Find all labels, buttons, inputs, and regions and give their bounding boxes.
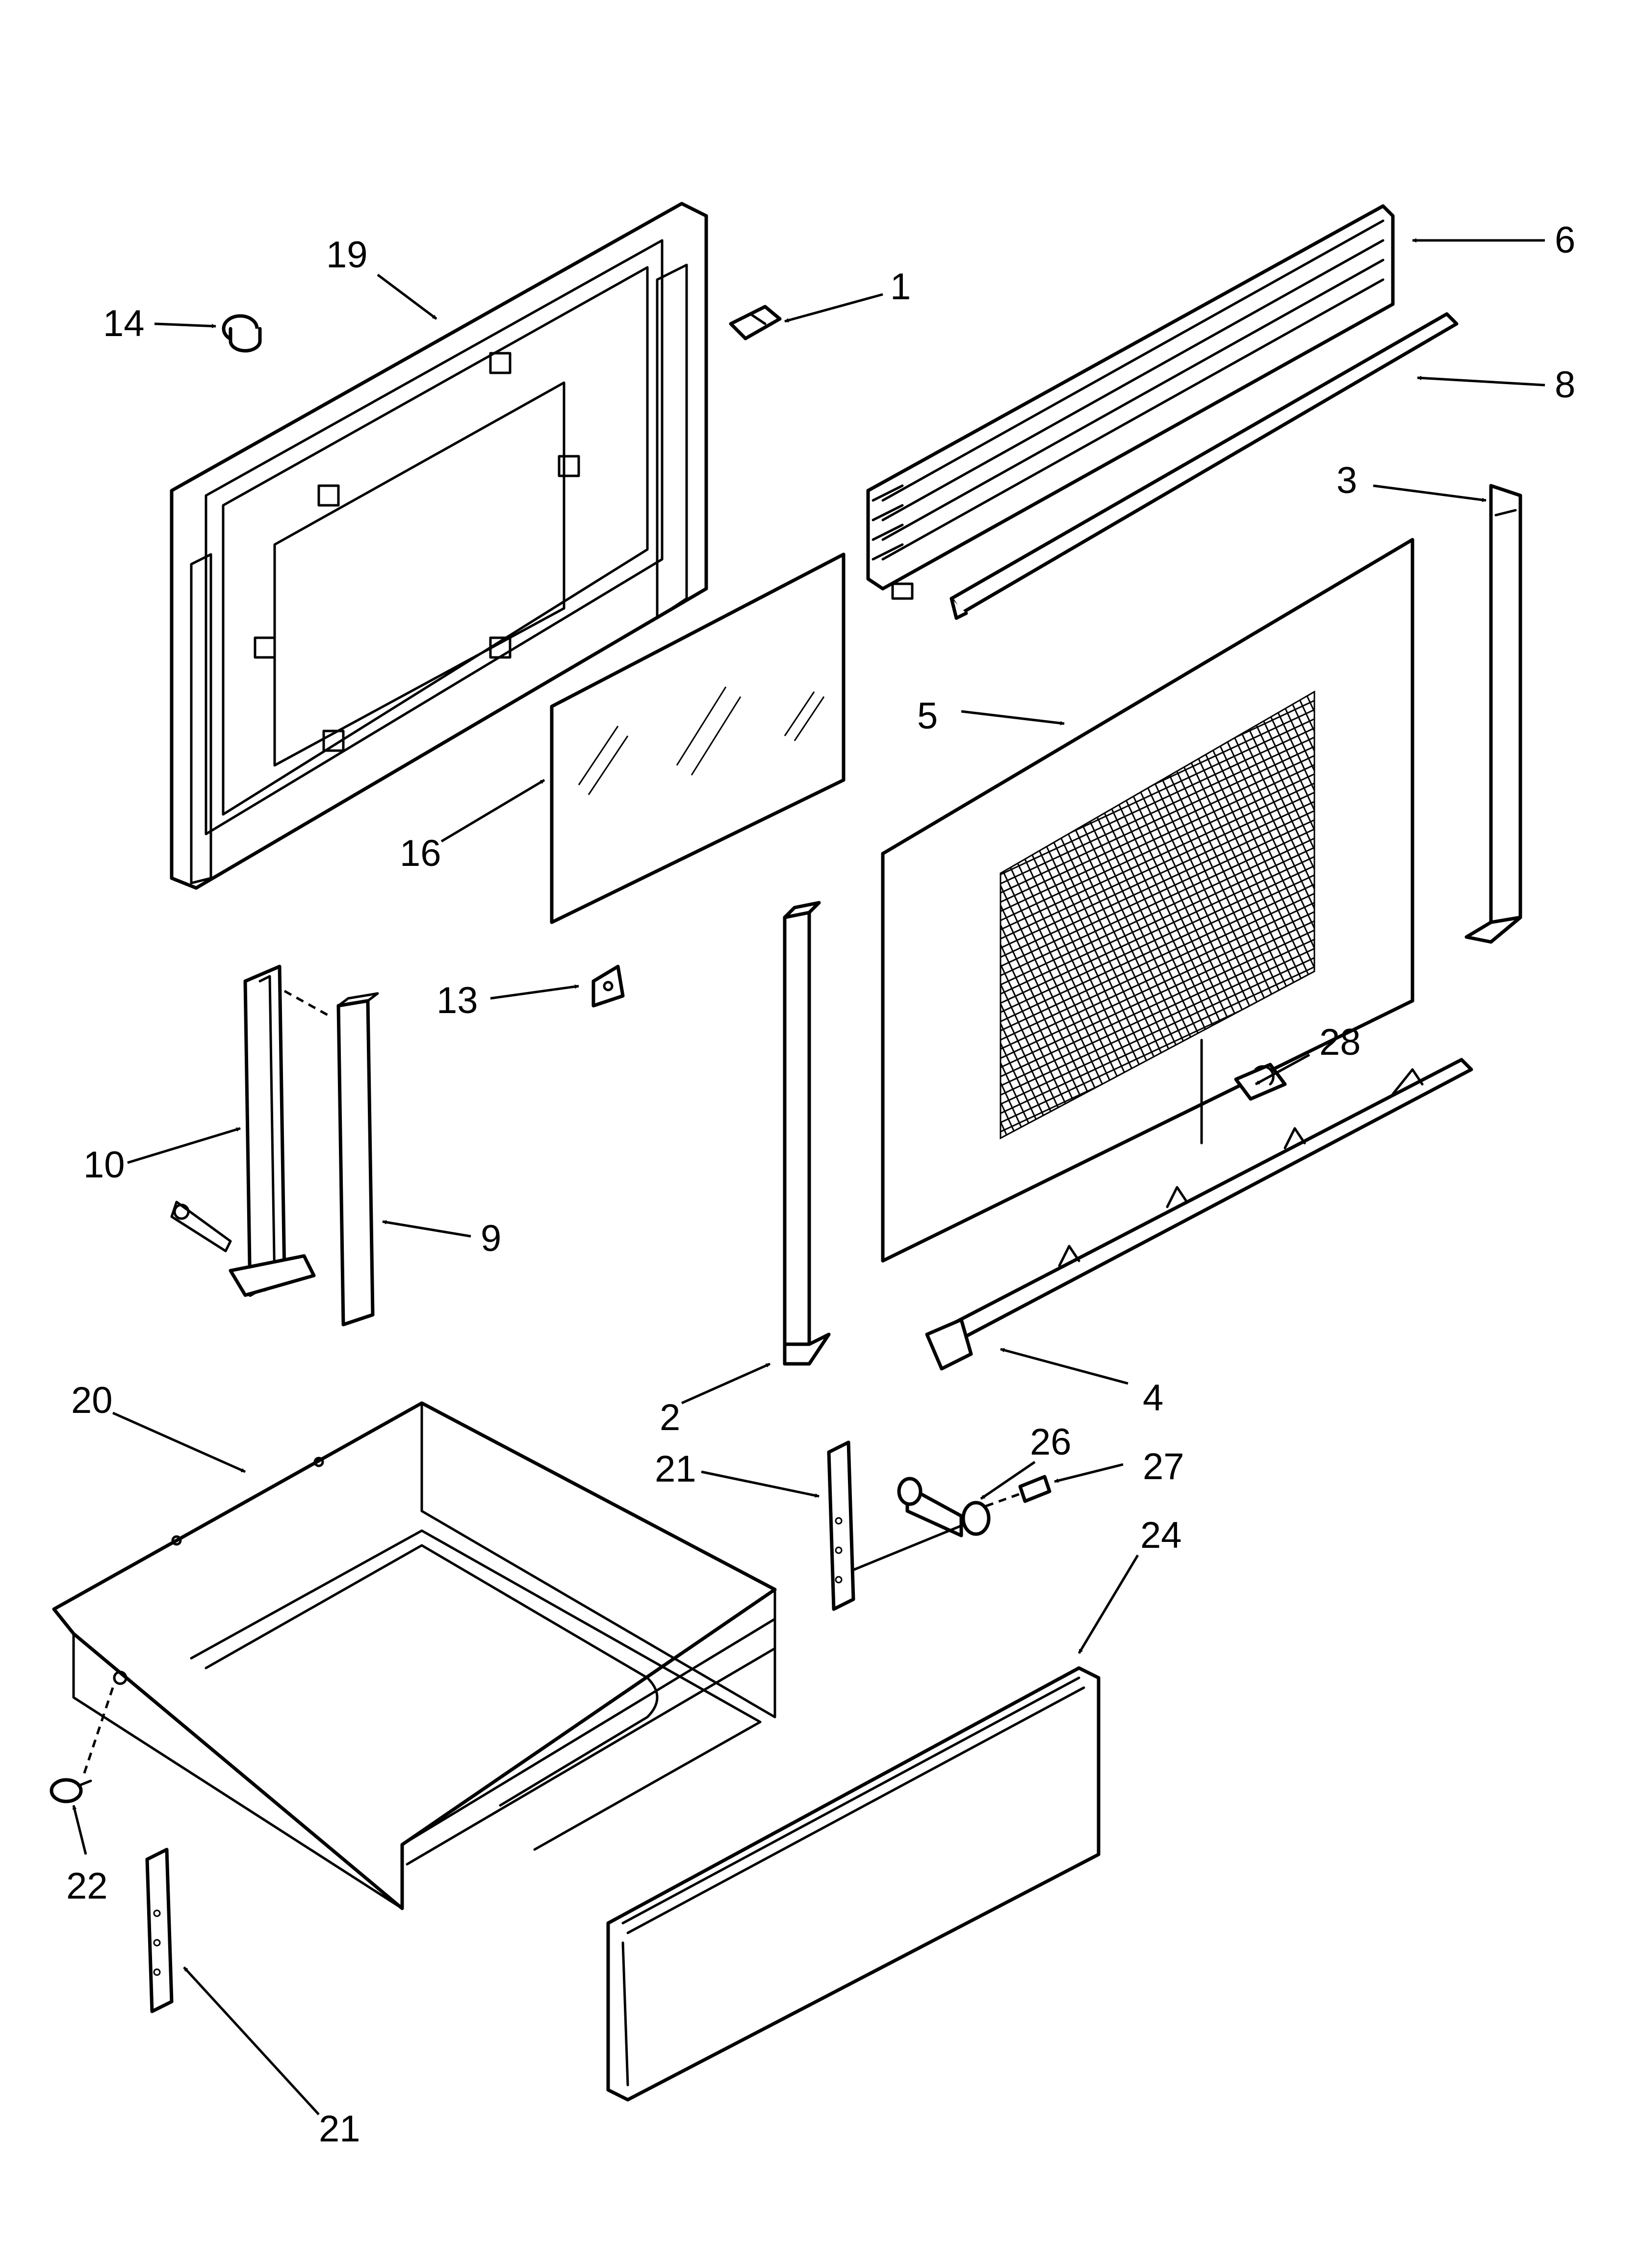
glass-bracket [591, 965, 625, 1008]
callout-5: 5 [917, 695, 938, 737]
callout-20: 20 [71, 1380, 113, 1421]
drawer-roller [852, 1477, 991, 1571]
callout-14: 14 [103, 303, 145, 344]
right-side-trim [1464, 484, 1522, 944]
callout-27: 27 [1143, 1446, 1184, 1487]
callout-21-upper: 21 [655, 1448, 696, 1490]
drawer-front [606, 1666, 1101, 2102]
left-side-bracket [170, 965, 330, 1297]
door-clip [729, 305, 782, 340]
roller-screw [985, 1475, 1052, 1508]
callout-24: 24 [1140, 1514, 1182, 1556]
vent-trim [949, 312, 1459, 620]
callout-16: 16 [400, 833, 441, 874]
callout-28: 28 [1319, 1021, 1361, 1063]
callout-6: 6 [1555, 219, 1575, 261]
leader-lines [72, 238, 1545, 2115]
drawer-slide-rail-left [145, 1848, 174, 2013]
callout-22: 22 [66, 1865, 108, 1907]
callout-3: 3 [1336, 460, 1357, 501]
callout-1: 1 [890, 266, 911, 308]
vent-panel [866, 204, 1395, 600]
callout-2: 2 [660, 1397, 680, 1438]
callout-19: 19 [326, 234, 368, 276]
inner-door-panel [170, 202, 708, 890]
door-bumper [222, 314, 262, 353]
callout-26: 26 [1030, 1421, 1072, 1463]
door-glass [550, 552, 846, 924]
callout-4: 4 [1143, 1377, 1163, 1419]
drawer-body [52, 1401, 777, 1910]
outer-door-panel [881, 538, 1414, 1263]
left-side-trim [336, 992, 379, 1327]
callout-13: 13 [436, 980, 478, 1021]
callout-labels: 1 2 3 4 5 6 8 9 10 13 14 16 19 20 21 21 … [66, 219, 1575, 2150]
door-bottom-rail [925, 1058, 1473, 1371]
callout-9: 9 [481, 1218, 501, 1259]
callout-8: 8 [1555, 364, 1575, 406]
drawer-screw [50, 1778, 92, 1803]
callout-21-lower: 21 [319, 2108, 360, 2150]
center-post [783, 901, 831, 1366]
drawer-slide-rail-right [827, 1440, 855, 1611]
callout-10: 10 [83, 1144, 125, 1186]
